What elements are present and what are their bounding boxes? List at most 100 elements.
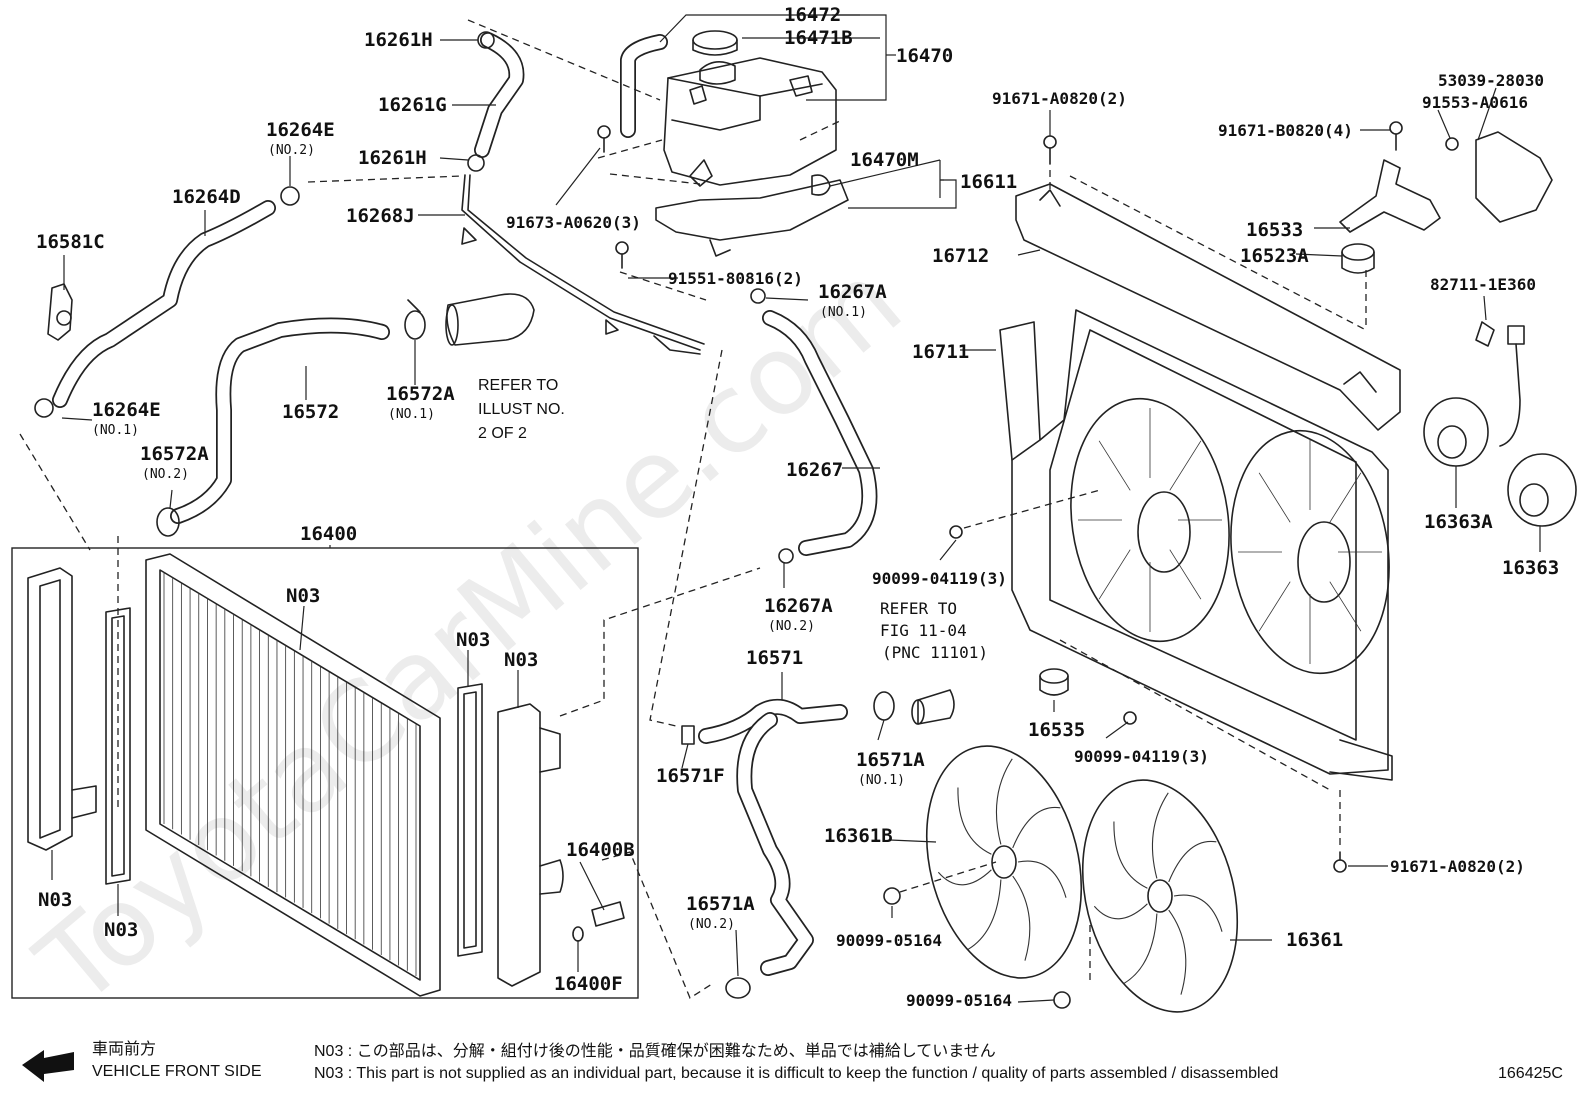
label-16268J[interactable]: 16268J [346,205,415,227]
label-16264D[interactable]: 16264D [172,186,241,208]
bolt-91671-B0820[interactable] [1389,121,1403,151]
label-91551-80816[interactable]: 91551-80816(2) [668,269,803,288]
front-label-en: VEHICLE FRONT SIDE [92,1063,262,1080]
radiator-tank-right[interactable] [497,703,564,987]
label-16571A-no2-sub: (NO.2) [688,917,735,932]
label-90099-05164-a[interactable]: 90099-05164 [836,931,942,950]
clamp-16572A-no1[interactable] [404,299,426,340]
catalog-code: 166425C [1498,1065,1563,1082]
bolt-91671-A0820-bottom[interactable] [1333,851,1347,873]
label-16711[interactable]: 16711 [912,341,969,363]
label-91553-A0616[interactable]: 91553-A0616 [1422,93,1528,112]
clip-16264E-no2[interactable] [280,186,300,206]
label-16361[interactable]: 16361 [1286,929,1343,951]
label-16581C[interactable]: 16581C [36,231,105,253]
fan-motor-16363A[interactable] [1423,397,1489,467]
label-16267A-no2[interactable]: 16267A [764,595,833,617]
refer-to-illust-line1: REFER TO [478,377,558,394]
reservoir-cap-16471B[interactable] [692,30,738,56]
refer-to-illust-line3: 2 OF 2 [478,425,527,442]
label-16572A-no1[interactable]: 16572A [386,383,455,405]
bolt-90099-04119-b[interactable] [1123,711,1137,725]
radiator-core[interactable] [145,553,441,997]
nut-90099-05164-b[interactable] [1053,991,1071,1009]
label-16523A[interactable]: 16523A [1240,245,1309,267]
label-53039-28030[interactable]: 53039-28030 [1438,71,1544,90]
clip-16264E-no1[interactable] [34,398,54,418]
leader-lines [51,14,1541,1003]
clamp-16571A-no1[interactable] [873,691,895,721]
label-16267A-no1[interactable]: 16267A [818,281,887,303]
drain-cock-plug-16400B[interactable] [591,901,625,927]
bolt-91671-A0820-top[interactable] [1043,135,1057,165]
engine-outlet-pipe[interactable] [911,689,955,725]
label-16571A-no1[interactable]: 16571A [856,749,925,771]
wire-harness-82711-1E360[interactable] [1475,321,1525,447]
clip-16267A-no2[interactable] [778,548,794,564]
fan-shroud-16711[interactable] [999,309,1404,781]
radiator-tank-left[interactable] [27,567,97,851]
clip-16261H-mid[interactable] [467,154,485,172]
label-16572A-no2[interactable]: 16572A [140,443,209,465]
bolt-91673-A0620[interactable] [597,125,611,153]
clamp-16572A-no2[interactable] [156,507,180,537]
cooling-fan-16361[interactable] [1060,764,1261,1029]
bracket-16581C[interactable] [47,283,73,341]
label-16400B[interactable]: 16400B [566,839,635,861]
label-16533[interactable]: 16533 [1246,219,1303,241]
cooling-fan-16361B[interactable] [904,730,1105,995]
o-ring-16400F[interactable] [572,926,584,942]
label-16261H-top[interactable]: 16261H [364,29,433,51]
shroud-fan-spokes [1078,408,1382,664]
label-16571A-no2[interactable]: 16571A [686,893,755,915]
label-16400[interactable]: 16400 [300,523,357,545]
reservoir-bracket-16611[interactable] [655,174,849,257]
label-91671-A0820-bottom[interactable]: 91671-A0820(2) [1390,857,1525,876]
fan-motor-16363[interactable] [1507,453,1577,527]
label-16571F[interactable]: 16571F [656,765,725,787]
nut-91553-A0616[interactable] [1445,137,1459,151]
label-16571[interactable]: 16571 [746,647,803,669]
label-16261G[interactable]: 16261G [378,94,447,116]
gasket-left[interactable] [105,607,131,885]
label-16267[interactable]: 16267 [786,459,843,481]
cushion-16523A[interactable] [1341,243,1375,274]
clip-16267A-no1[interactable] [750,288,766,304]
label-16261H-mid[interactable]: 16261H [358,147,427,169]
label-16712[interactable]: 16712 [932,245,989,267]
label-16361B[interactable]: 16361B [824,825,893,847]
label-16471B[interactable]: 16471B [784,27,853,49]
clamp-16571F[interactable] [681,725,695,745]
label-16264E-no2[interactable]: 16264E [266,119,335,141]
label-82711-1E360[interactable]: 82711-1E360 [1430,275,1536,294]
overflow-pipe-16268J[interactable] [461,174,705,355]
label-16363A[interactable]: 16363A [1424,511,1493,533]
label-90099-04119-b[interactable]: 90099-04119(3) [1074,747,1209,766]
label-16611[interactable]: 16611 [960,171,1017,193]
nut-90099-05164-a[interactable] [883,887,901,905]
label-90099-05164-b[interactable]: 90099-05164 [906,991,1012,1010]
support-bracket-16712[interactable] [1015,183,1401,431]
label-16264E-no1[interactable]: 16264E [92,399,161,421]
label-91671-A0820-top[interactable]: 91671-A0820(2) [992,89,1127,108]
reservoir-tank-16470[interactable] [663,57,837,187]
label-91673-A0620[interactable]: 91673-A0620(3) [506,213,641,232]
label-16470M[interactable]: 16470M [850,149,919,171]
bolt-91551-80816[interactable] [615,241,629,269]
cushion-16535[interactable] [1039,668,1069,696]
label-91671-B0820[interactable]: 91671-B0820(4) [1218,121,1353,140]
clamp-16571A-no2[interactable] [725,977,751,999]
label-16472[interactable]: 16472 [784,4,841,26]
bolt-90099-04119-a[interactable] [949,525,963,539]
label-16470[interactable]: 16470 [896,45,953,67]
label-90099-04119-a[interactable]: 90099-04119(3) [872,569,1007,588]
label-16363[interactable]: 16363 [1502,557,1559,579]
hose-16572[interactable] [170,317,390,524]
bracket-16533[interactable] [1339,159,1441,233]
label-16535[interactable]: 16535 [1028,719,1085,741]
water-inlet-fitting[interactable] [445,293,535,346]
label-16572[interactable]: 16572 [282,401,339,423]
bracket-53039-28030[interactable] [1475,131,1553,223]
label-16400F[interactable]: 16400F [554,973,623,995]
gasket-right[interactable] [457,683,483,957]
